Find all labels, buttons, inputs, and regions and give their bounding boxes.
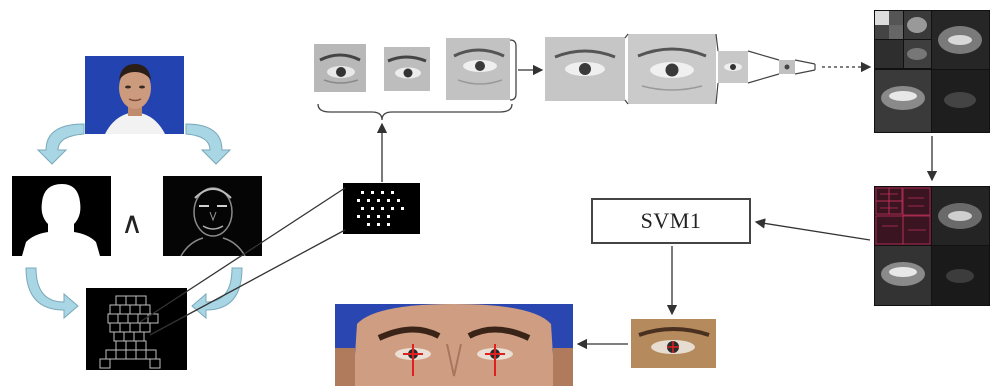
- flow-arrow-portrait-to-mask: [36, 123, 85, 165]
- final-eye-localization-image: [335, 304, 573, 386]
- sample-point: [387, 199, 390, 202]
- sample-point: [357, 215, 360, 218]
- pyramid-level-1-image: [545, 37, 625, 101]
- face-portrait-image: [85, 56, 184, 134]
- pyramid-level-4-image: [779, 60, 795, 74]
- sample-point: [377, 223, 380, 226]
- eye-crop-3-image: [446, 38, 510, 100]
- pyramid-level-3-image: [718, 51, 748, 83]
- bracket-third-crop: [509, 39, 517, 101]
- and-operator-symbol: ∧: [121, 206, 143, 241]
- sample-point: [381, 191, 384, 194]
- sample-point: [391, 191, 394, 194]
- sample-point: [367, 215, 370, 218]
- sample-point: [371, 207, 374, 210]
- wavelet-decomposition-image: [874, 10, 990, 133]
- flow-arrow-edges-to-grid: [191, 267, 243, 320]
- sample-point: [361, 207, 364, 210]
- sample-point: [357, 199, 360, 202]
- svm1-label: SVM1: [640, 208, 702, 233]
- pyramid-level-2-image: [628, 34, 716, 104]
- silhouette-mask-image: [12, 176, 111, 256]
- brace-under-eye-crops: [317, 103, 513, 121]
- sample-point: [397, 199, 400, 202]
- sample-point: [401, 207, 404, 210]
- sample-point: [391, 207, 394, 210]
- flow-arrow-mask-to-grid: [25, 267, 79, 320]
- arrow-features-to-svm: [754, 218, 871, 241]
- sample-point: [381, 207, 384, 210]
- detected-eye-image: [631, 319, 716, 368]
- svm1-classifier-box: SVM1: [591, 198, 751, 244]
- sample-point: [377, 199, 380, 202]
- edge-map-image: [163, 176, 262, 256]
- sample-points-image: [343, 183, 420, 234]
- sample-point: [367, 199, 370, 202]
- sample-point: [367, 223, 370, 226]
- eye-crop-2-image: [384, 47, 430, 91]
- connector-line-grid-to-samples-lower: [149, 229, 346, 336]
- sample-point: [387, 223, 390, 226]
- sample-point: [377, 215, 380, 218]
- connector-line-grid-to-samples-upper: [139, 187, 346, 323]
- sample-point: [387, 215, 390, 218]
- pyramid-funnel-outline: [624, 33, 816, 105]
- sample-point: [361, 191, 364, 194]
- selected-features-image: [874, 186, 990, 306]
- sample-point: [371, 191, 374, 194]
- flow-arrow-portrait-to-edges: [185, 123, 232, 165]
- eye-crop-1-image: [314, 44, 366, 92]
